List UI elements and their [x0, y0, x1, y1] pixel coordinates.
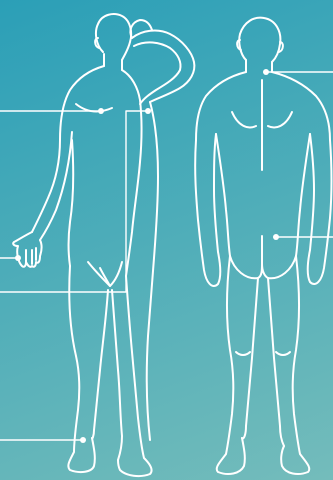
back-shoulder-blade-left [232, 112, 256, 127]
front-raised-arm-inner-outline [134, 42, 181, 104]
callout-left-foot [80, 437, 86, 443]
back-view-figure [195, 18, 331, 474]
front-left-hand-outline [13, 232, 41, 267]
front-torso-right-outline [122, 70, 142, 276]
callout-lower-back [273, 234, 279, 240]
front-groin-outline [88, 262, 122, 286]
back-left-arm-outline [195, 134, 220, 286]
callout-upper-back [263, 69, 269, 75]
back-right-leg-outer-outline [281, 256, 309, 474]
back-knee-left [236, 352, 250, 355]
callout-right-chest [145, 108, 151, 114]
front-left-finger-lines [26, 248, 36, 264]
back-knee-right [276, 352, 290, 355]
back-right-leg-inner-outline [268, 278, 284, 446]
front-torso-left-outline [32, 66, 104, 232]
back-head-outline [239, 18, 280, 62]
front-right-leg-inner-outline [112, 290, 122, 460]
callout-lines [0, 72, 333, 440]
back-right-arm-outline [308, 134, 332, 284]
back-left-leg-outer-outline [217, 256, 245, 474]
front-head-outline [96, 14, 131, 60]
front-view-figure [13, 14, 194, 476]
back-left-leg-inner-outline [242, 278, 258, 438]
front-left-arm-inner-outline [40, 132, 72, 240]
front-raised-arm-outline [132, 31, 194, 102]
back-torso-left-outline [216, 134, 230, 256]
front-neck-outline [104, 54, 122, 70]
front-raised-hand-outline [130, 20, 152, 38]
callout-left-hand [15, 255, 21, 261]
callout-left-shoulder [98, 108, 104, 114]
front-right-forearm-outline [147, 102, 158, 440]
front-left-leg-inner-outline [92, 290, 108, 439]
back-shoulder-blade-right [268, 112, 292, 127]
